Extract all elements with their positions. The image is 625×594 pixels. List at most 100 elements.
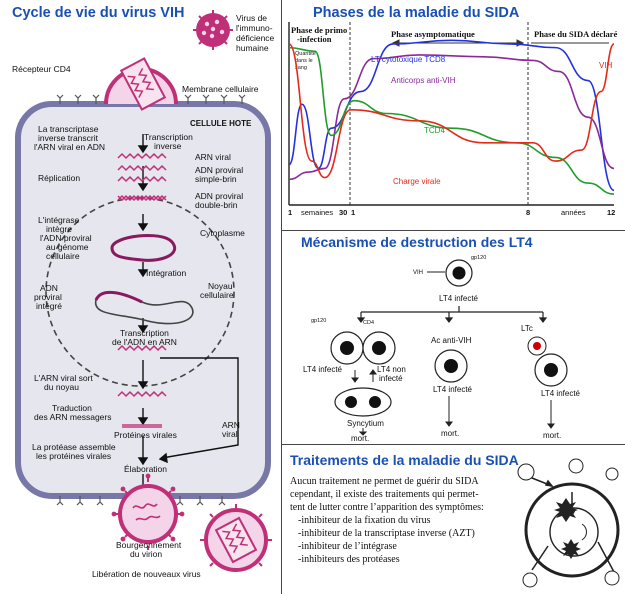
treated-nucleus: [549, 507, 599, 557]
syncytium-label: Syncytium: [347, 419, 384, 428]
virus-life-cycle-diagram: Virus de l'immuno- déficience humaine Ré…: [12, 10, 275, 579]
arn-viral-label: ARN viral: [195, 152, 231, 162]
treatment-item-4: -inhibiteurs des protéases: [298, 554, 400, 565]
annotation-2: dans le: [295, 58, 313, 64]
treatment-diagram: [517, 458, 620, 588]
treatments-text: Aucun traitement ne permet de guérir du …: [290, 475, 522, 566]
rev-transcription-label-2: inverse: [154, 141, 182, 151]
noyau-label-1: Noyau: [208, 281, 233, 291]
vih-label: VIH: [413, 270, 423, 276]
arn-viral-side-1: ARN: [222, 420, 240, 430]
proteines-label: Protéines virales: [114, 430, 177, 440]
lt4-infecte-left: LT4 infecté: [303, 365, 343, 374]
treated-cell: [524, 482, 620, 578]
circular-dna: [94, 234, 194, 325]
arn-sort-label-1: L'ARN viral sort: [34, 373, 93, 383]
mort-right: mort.: [543, 431, 561, 440]
phases-chart: Phase de primo -infection Phase asymptom…: [288, 22, 618, 217]
tick-12: 12: [607, 208, 615, 217]
phase-sida: Phase du SIDA déclaré: [534, 29, 618, 39]
treatment-item-3: -inhibiteur de l’intégrase: [298, 541, 397, 552]
adn-simple-label-2: simple-brin: [195, 174, 237, 184]
arn-viral-side-2: viral: [222, 429, 238, 439]
legend-vih: VIH: [599, 61, 613, 70]
cd4-receptors: [56, 94, 246, 506]
intro-line-1: Aucun traitement ne permet de guérir du …: [290, 476, 479, 487]
ltc-label: LTc: [521, 324, 533, 333]
lt4-infecte-top: LT4 infecté: [439, 294, 479, 303]
ac-anti-vih: Ac anti-VIH: [431, 336, 472, 345]
protease-label-2: les protéines virales: [36, 451, 111, 461]
protease-label-1: La protéase assemble: [32, 442, 116, 452]
phases-title: Phases de la maladie du SIDA: [313, 5, 520, 21]
released-virus: [200, 504, 272, 572]
free-virus: [193, 10, 233, 50]
rev-transcription-label-1: Transcription: [144, 132, 193, 142]
tick-30: 30: [339, 208, 347, 217]
elaboration-label: Élaboration: [124, 464, 167, 474]
intro-line-3: tent de lutter contre l’apparition des s…: [290, 502, 484, 513]
phase-primo-2: -infection: [297, 34, 332, 44]
nucleic-acid-strands: [117, 152, 167, 398]
vertical-divider: [281, 0, 282, 594]
bourgeonnement-label-1: Bourgeonnement: [116, 540, 182, 550]
arn-sort-label-2: du noyau: [44, 382, 79, 392]
series-layer: [288, 39, 615, 195]
host-cell-label: CELLULE HOTE: [190, 119, 252, 128]
transcription-adn-label-2: de l'ADN en ARN: [112, 337, 177, 347]
traduction-label-2: des ARN messagers: [34, 412, 111, 422]
intro-line-2: cependant, il existe des traitements qui…: [290, 489, 479, 500]
divider-mechanism: [281, 444, 625, 445]
series-line-1: [288, 54, 615, 181]
mort-left: mort.: [351, 434, 369, 443]
series-line-0: [288, 39, 615, 192]
transcriptase-label-1: La transcriptase: [38, 124, 99, 134]
treatments-title: Traitements de la maladie du SIDA: [290, 452, 519, 468]
integrase-label-3: l'ADN proviral: [40, 233, 92, 243]
adn-integre-label-1: ADN: [40, 283, 58, 293]
virus-label-4: humaine: [236, 43, 269, 53]
entering-virus: [104, 57, 178, 111]
lt4-non-infecte-2: infecté: [379, 374, 403, 383]
cycle-title: Cycle de vie du virus VIH: [12, 5, 185, 21]
phase-asymptomatique: Phase asymptomatique: [391, 29, 475, 39]
legend-tcd4: TCD4: [424, 126, 445, 135]
annotation-1: Quantité: [295, 51, 316, 57]
integration-label: Intégration: [146, 268, 186, 278]
replication-label: Réplication: [38, 173, 80, 183]
virus-label-1: Virus de: [236, 13, 267, 23]
tick-semaines: semaines: [301, 208, 333, 217]
adn-double-label-1: ADN proviral: [195, 191, 243, 201]
lt4-non-infecte-1: LT4 non: [377, 365, 406, 374]
budding-virion: [111, 473, 185, 550]
viral-proteins: [122, 424, 162, 428]
lt4-infecte-right: LT4 infecté: [541, 389, 581, 398]
liberation-label: Libération de nouveaux virus: [92, 569, 201, 579]
bourgeonnement-label-2: du virion: [130, 549, 162, 559]
membrane-label: Membrane cellulaire: [182, 84, 259, 94]
integrase-label-2: intègre: [46, 224, 72, 234]
traduction-label-1: Traduction: [52, 403, 92, 413]
integrase-label-5: cellulaire: [46, 251, 80, 261]
adn-integre-label-3: intégré: [36, 301, 62, 311]
divider-phases: [281, 230, 625, 231]
mechanism-title: Mécanisme de destruction des LT4: [301, 234, 533, 250]
tick-1: 1: [288, 208, 292, 217]
transcriptase-label-2: inverse transcrit: [38, 133, 99, 143]
virus-label-2: l'immuno-: [236, 23, 273, 33]
treatment-item-1: -inhibiteur de la fixation du virus: [298, 515, 431, 526]
adn-integre-label-2: proviral: [34, 292, 62, 302]
legend-anticorps: Anticorps anti-VIH: [391, 76, 456, 85]
noyau-label-2: cellulaire: [200, 290, 234, 300]
cd4-left: CD4: [363, 320, 374, 326]
legend-charge: Charge virale: [393, 177, 441, 186]
adn-double-label-2: double-brin: [195, 200, 238, 210]
cd4-label: Récepteur CD4: [12, 64, 71, 74]
integrase-label-4: au génome: [46, 242, 89, 252]
mort-mid: mort.: [441, 429, 459, 438]
syncytium-cell: [334, 387, 392, 417]
series-line-3: [288, 43, 615, 179]
gp120-top: gp120: [471, 255, 486, 261]
series-line-2: [288, 46, 615, 195]
mechanism-diagram: VIH gp120 LT4 infecté gp120 CD4 LT4 infe…: [303, 255, 581, 443]
